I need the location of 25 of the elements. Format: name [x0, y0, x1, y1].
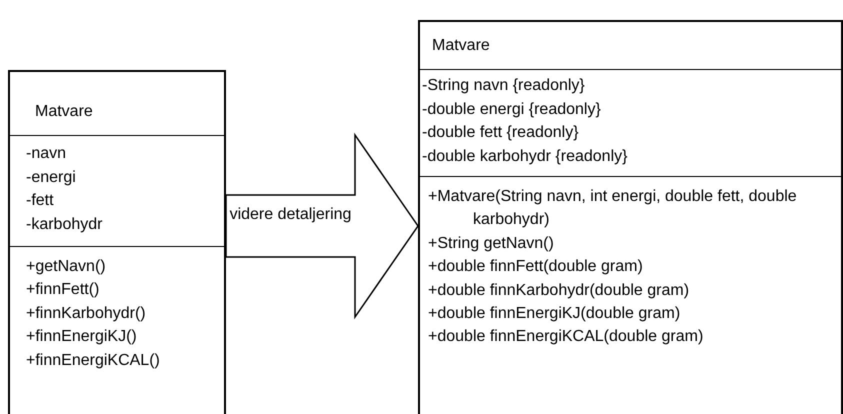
attribute-text: -karbohydr — [26, 214, 104, 235]
method-text: +finnEnergiKJ() — [26, 327, 138, 348]
method-text: +double finnKarbohydr(double gram) — [428, 280, 690, 301]
class-name: Matvare — [35, 102, 94, 122]
class-name: Matvare — [432, 36, 491, 56]
method-text: +finnFett() — [26, 280, 100, 300]
method-text: +double finnFett(double gram) — [428, 257, 644, 278]
block-arrow — [225, 132, 419, 320]
edge-label: videre detaljering — [229, 205, 352, 225]
class-box — [8, 70, 226, 414]
attribute-text: -double fett {readonly} — [422, 123, 580, 144]
attribute-text: -navn — [26, 144, 68, 164]
method-text: +getNavn() — [26, 257, 107, 278]
attribute-text: -double energi {readonly} — [422, 100, 602, 120]
method-text: +finnKarbohydr() — [26, 304, 147, 324]
class-box — [418, 20, 843, 414]
attribute-text: -fett — [26, 191, 55, 212]
method-text: +String getNavn() — [428, 234, 555, 254]
attribute-text: -String navn {readonly} — [422, 76, 586, 96]
attribute-text: -double karbohydr {readonly} — [422, 146, 628, 167]
method-text: +finnEnergiKCAL() — [26, 350, 161, 371]
method-text: +double finnEnergiKCAL(double gram) — [428, 327, 704, 348]
attribute-text: -energi — [26, 168, 77, 188]
method-text: +double finnEnergiKJ(double gram) — [428, 304, 682, 324]
method-text: +Matvare(String navn, int energi, double fett, double karbohydr) — [428, 187, 798, 230]
